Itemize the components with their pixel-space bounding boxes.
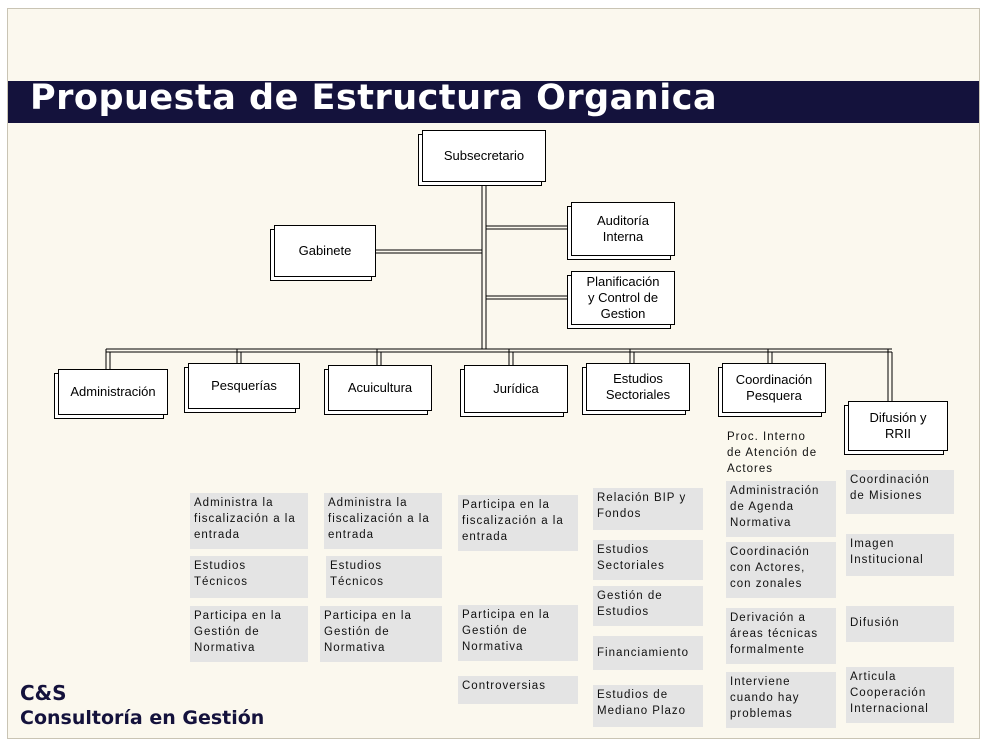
planificacion-label: Planificación y Control de Gestion: [586, 274, 660, 321]
note-coordinacion-4: Derivación a áreas técnicas formalmente: [726, 608, 836, 664]
note-coordinacion-3: Coordinación con Actores, con zonales: [726, 542, 836, 598]
gabinete-label: Gabinete: [298, 243, 352, 258]
slide: Propuesta de Estructura Organica: [7, 8, 980, 739]
subsecretario-label: Subsecretario: [443, 148, 525, 163]
note-coordinacion-2: Administración de Agenda Normativa: [726, 481, 836, 537]
note-difusion-2: Imagen Institucional: [846, 534, 954, 576]
division-label: Difusión y RRII: [869, 410, 927, 441]
note-acuicultura-2: Estudios Técnicos: [326, 556, 442, 598]
note-coordinacion-1: Proc. Interno de Atención de Actores: [727, 431, 818, 475]
note-juridica-3: Controversias: [458, 676, 578, 704]
note-juridica-2: Participa en la Gestión de Normativa: [458, 605, 578, 661]
note-difusion-3: Difusión: [846, 606, 954, 642]
note-difusion-1: Coordinación de Misiones: [846, 470, 954, 514]
division-administracion: Administración: [58, 369, 168, 415]
auditoria-label: Auditoría Interna: [596, 213, 650, 244]
note-estudios-3: Gestión de Estudios: [593, 586, 703, 626]
division-label: Pesquerías: [211, 378, 277, 393]
division-label: Estudios Sectoriales: [605, 371, 671, 402]
division-label: Acuicultura: [347, 380, 413, 395]
logo-tagline: Consultoría en Gestión: [20, 707, 265, 729]
note-acuicultura-1: Administra la fiscalización a la entrada: [324, 493, 442, 549]
division-pesquerias: Pesquerías: [188, 363, 300, 409]
division-acuicultura: Acuicultura: [328, 365, 432, 411]
page-title: Propuesta de Estructura Organica: [30, 78, 718, 118]
connector-lines: [105, 182, 893, 401]
division-label: Administración: [70, 384, 156, 399]
note-estudios-5: Estudios de Mediano Plazo: [593, 685, 703, 727]
note-coordinacion-5: Interviene cuando hay problemas: [726, 672, 836, 728]
division-label: Coordinación Pesquera: [735, 372, 813, 403]
logo-brand: C&S: [20, 681, 67, 705]
division-difusion-rrii: Difusión y RRII: [848, 401, 948, 451]
title-band: Propuesta de Estructura Organica: [8, 78, 979, 123]
note-estudios-4: Financiamiento: [593, 636, 703, 670]
auditoria-box: Auditoría Interna: [571, 202, 675, 256]
planificacion-box: Planificación y Control de Gestion: [571, 271, 675, 325]
division-coordinacion-pesquera: Coordinación Pesquera: [722, 363, 826, 413]
note-pesquerias-3: Participa en la Gestión de Normativa: [190, 606, 308, 662]
subsecretario-box: Subsecretario: [422, 130, 546, 182]
note-estudios-2: Estudios Sectoriales: [593, 540, 703, 580]
gabinete-box: Gabinete: [274, 225, 376, 277]
note-juridica-1: Participa en la fiscalización a la entra…: [458, 495, 578, 551]
note-pesquerias-1: Administra la fiscalización a la entrada: [190, 493, 308, 549]
note-acuicultura-3: Participa en la Gestión de Normativa: [320, 606, 442, 662]
division-label: Jurídica: [493, 381, 539, 396]
note-estudios-1: Relación BIP y Fondos: [593, 488, 703, 530]
note-difusion-4: Articula Cooperación Internacional: [846, 667, 954, 723]
division-juridica: Jurídica: [464, 365, 568, 413]
note-pesquerias-2: Estudios Técnicos: [190, 556, 308, 598]
division-estudios-sectoriales: Estudios Sectoriales: [586, 363, 690, 411]
